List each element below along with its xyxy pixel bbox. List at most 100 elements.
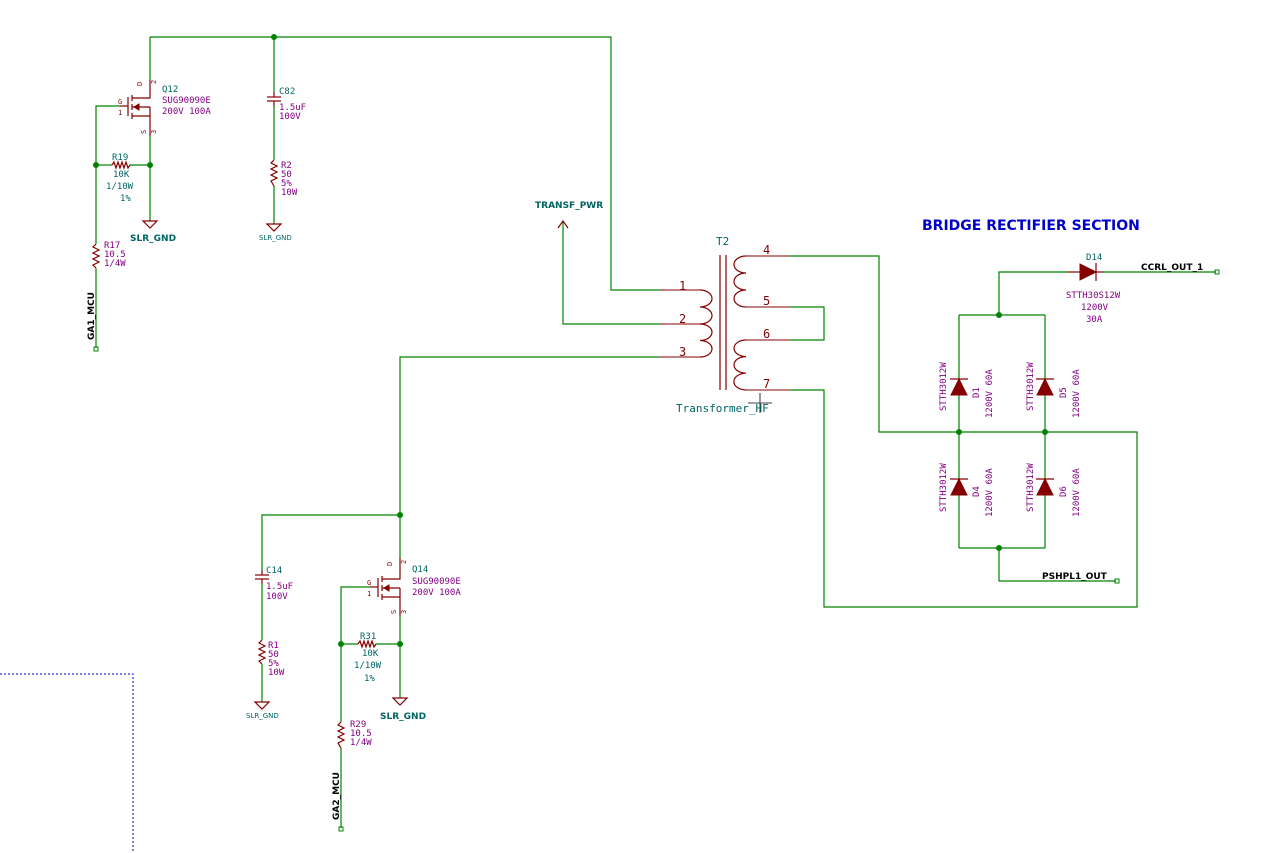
t2-pin-4: 4 [763,243,770,257]
q14-pin-1: 1 [367,590,371,598]
q12-pin-3: 3 [150,130,158,134]
r2-ref: R2 [281,161,292,171]
junction-dot [996,312,1002,318]
d14-ref: D14 [1086,253,1102,263]
net-label-ga2[interactable]: GA2_MCU [332,772,344,832]
q14-pin-s: S [390,610,398,614]
q14-pin-3: 3 [400,610,408,614]
r29-value: 10.5 [350,729,372,739]
ground-symbol[interactable]: SLR_GND [380,697,426,722]
net-label-ga1[interactable]: GA1_MCU [87,292,99,352]
capacitor-c82[interactable]: C82 1.5uF 100V [267,87,306,122]
r2-tol: 5% [281,179,292,189]
ground-symbol[interactable]: SLR_GND [246,701,279,720]
r19-power: 1/10W [106,182,134,192]
d1-rating: 1200V 60A [985,369,995,418]
resistor-r1[interactable]: R1 50 5% 10W [257,639,285,678]
q14-pin-g: G [367,579,371,587]
d4-part: STTH3012W [939,463,949,512]
wire-pin7 [790,389,1138,608]
d6-part: STTH3012W [1026,463,1036,512]
r1-power: 10W [268,668,285,678]
wire-pin4 [790,255,1045,433]
ccrl-label: CCRL_OUT_1 [1141,263,1203,273]
mosfet-q14[interactable]: D 2 G 1 S 3 Q14 SUG90090E 200V 100A [367,558,461,616]
r29-power: 1/4W [350,738,372,748]
wire-transf-pwr [562,222,660,325]
capacitor-c14[interactable]: C14 1.5uF 100V [255,566,293,602]
wires [95,36,1216,828]
junction-dot [271,34,277,40]
r1-ref: R1 [268,641,279,651]
junction-dot [338,641,344,647]
d5-ref: D5 [1059,387,1069,398]
d14-rating-v: 1200V [1081,303,1109,313]
d6-rating: 1200V 60A [1072,468,1082,517]
ground-symbol[interactable]: SLR_GND [130,220,176,244]
r31-tol: 1% [364,674,375,684]
junction-dot [397,512,403,518]
power-symbol-transf-pwr[interactable]: TRANSF_PWR [535,201,603,229]
resistor-r31[interactable]: R31 10K 1/10W 1% [354,632,382,684]
q14-pin-2: 2 [400,560,408,564]
wire-pin5-6 [790,306,825,341]
net-label-ccrl[interactable]: CCRL_OUT_1 [1141,263,1220,275]
r2-value: 50 [281,170,292,180]
d1-ref: D1 [972,387,982,398]
d5-rating: 1200V 60A [1072,369,1082,418]
r29-ref: R29 [350,720,366,730]
transformer-t2[interactable]: 1 2 3 4 5 6 7 T2 Transformer_HF [660,235,790,415]
d14-rating-a: 30A [1086,315,1103,325]
d4-ref: D4 [972,486,982,497]
q12-pin-d: D [136,82,144,86]
t2-pin-2: 2 [679,312,686,326]
d5-part: STTH3012W [1026,362,1036,411]
q12-pin-2: 2 [150,80,158,84]
resistor-r17[interactable]: R17 10.5 1/4W [91,241,126,269]
q14-pin-d: D [386,562,394,566]
net-label-pshpl[interactable]: PSHPL1_OUT [1042,572,1120,584]
q14-value: SUG90090E [412,577,461,587]
ground-symbol[interactable]: SLR_GND [259,223,292,242]
section-title: BRIDGE RECTIFIER SECTION [922,218,1140,234]
d6-ref: D6 [1059,486,1069,497]
sheet-border [0,673,134,853]
resistor-r19[interactable]: R19 10K 1/10W 1% [106,153,134,204]
wire-top-rail [150,36,660,291]
gnd-label: SLR_GND [130,234,176,244]
r31-value: 10K [362,649,379,659]
r17-power: 1/4W [104,259,126,269]
gnd-label: SLR_GND [380,712,426,722]
d1-part: STTH3012W [939,362,949,411]
r19-tol: 1% [120,194,131,204]
t2-pin-7: 7 [763,377,770,391]
r1-tol: 5% [268,659,279,669]
t2-pin-1: 1 [679,279,686,293]
diode-d1[interactable]: STTH3012W D1 1200V 60A [939,362,995,418]
c82-ref: C82 [279,87,295,97]
q12-value: SUG90090E [162,96,211,106]
diode-d4[interactable]: STTH3012W D4 1200V 60A [939,463,995,517]
diode-d14[interactable]: D14 STTH30S12W 1200V 30A [1066,253,1121,325]
wire-pin3 [399,356,660,558]
ga2-label: GA2_MCU [332,772,342,820]
q12-rating: 200V 100A [162,107,211,117]
q12-pin-1: 1 [118,109,122,117]
junctions [93,34,1048,647]
resistor-r2[interactable]: R2 50 5% 10W [269,159,298,198]
wire-c14-top [261,514,400,570]
d4-rating: 1200V 60A [985,468,995,517]
r19-ref: R19 [112,153,128,163]
ga1-label: GA1_MCU [87,292,97,340]
t2-pin-5: 5 [763,294,770,308]
diode-d6[interactable]: STTH3012W D6 1200V 60A [1026,463,1082,517]
resistor-r29[interactable]: R29 10.5 1/4W [336,720,372,749]
wire-pshpl [998,548,1116,582]
mosfet-q12[interactable]: D 2 G 1 S 3 Q12 SUG90090E 200V 100A [118,80,211,136]
c14-value: 1.5uF [266,582,293,592]
diode-d5[interactable]: STTH3012W D5 1200V 60A [1026,362,1082,418]
t2-pin-3: 3 [679,345,686,359]
r17-ref: R17 [104,241,120,251]
d14-part: STTH30S12W [1066,291,1121,301]
